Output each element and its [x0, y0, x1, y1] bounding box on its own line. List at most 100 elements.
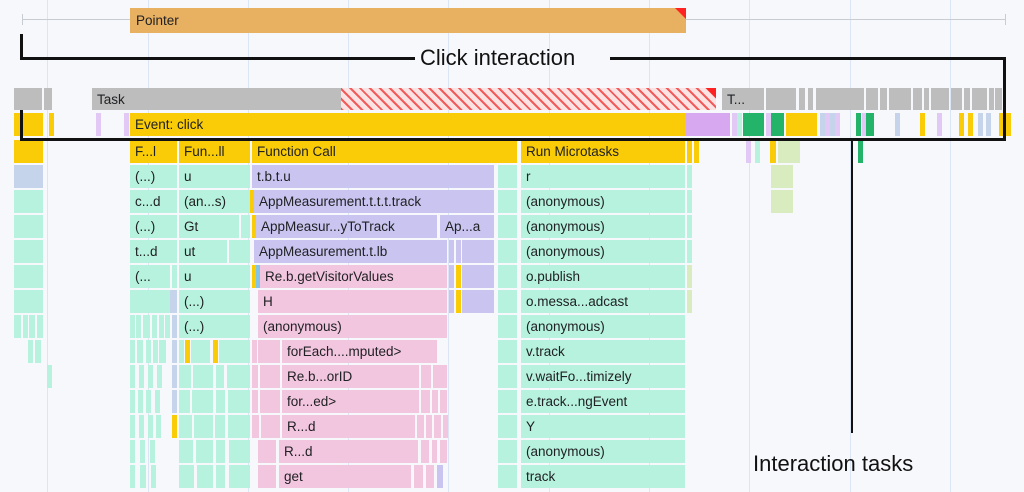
flame-bar[interactable]: [687, 215, 692, 238]
flame-bar[interactable]: [1006, 113, 1011, 136]
flame-bar-labeled[interactable]: F...l: [130, 140, 177, 163]
flame-bar[interactable]: [937, 113, 942, 136]
flame-bar[interactable]: [498, 265, 517, 288]
flame-bar[interactable]: [146, 390, 151, 413]
flame-bar[interactable]: [252, 265, 257, 288]
flame-bar[interactable]: [862, 113, 867, 136]
task-bar[interactable]: [866, 88, 878, 110]
flame-bar[interactable]: [213, 340, 218, 363]
flame-bar[interactable]: [743, 113, 764, 136]
flame-bar-labeled[interactable]: track: [521, 465, 685, 488]
flame-bar[interactable]: [179, 390, 190, 413]
flame-bar[interactable]: [14, 215, 43, 238]
flame-bar[interactable]: [14, 140, 43, 163]
flame-bar[interactable]: [155, 390, 160, 413]
flame-bar[interactable]: [37, 315, 43, 338]
flame-bar[interactable]: [197, 465, 213, 488]
flame-bar[interactable]: [771, 190, 793, 213]
flame-bar[interactable]: [14, 240, 43, 263]
task-bar[interactable]: [808, 88, 813, 110]
task-bar[interactable]: [972, 88, 987, 110]
flame-bar[interactable]: [856, 113, 861, 136]
flame-bar-labeled[interactable]: u: [179, 265, 250, 288]
task-bar[interactable]: [14, 88, 42, 110]
flame-bar[interactable]: [252, 215, 257, 238]
flame-bar[interactable]: [687, 265, 692, 288]
flame-bar[interactable]: [216, 465, 225, 488]
flame-bar[interactable]: [260, 365, 280, 388]
flame-bar-labeled[interactable]: Re.b...orID: [282, 365, 419, 388]
flame-bar-labeled[interactable]: t...d: [130, 240, 177, 263]
flame-bar-labeled[interactable]: (anonymous): [521, 440, 685, 463]
flame-bar-labeled[interactable]: (...): [179, 315, 250, 338]
flame-bar[interactable]: [165, 315, 170, 338]
flame-bar[interactable]: [687, 240, 692, 263]
flame-bar[interactable]: [130, 315, 135, 338]
flame-bar[interactable]: [156, 415, 161, 438]
flame-bar[interactable]: [449, 290, 454, 313]
flame-bar[interactable]: [143, 315, 150, 338]
flame-bar[interactable]: [498, 290, 517, 313]
flame-bar-labeled[interactable]: Gt: [179, 215, 239, 238]
flame-bar[interactable]: [172, 365, 177, 388]
flame-bar-labeled[interactable]: Function Call: [252, 140, 517, 163]
flame-bar[interactable]: [766, 113, 771, 136]
flame-bar[interactable]: [421, 365, 431, 388]
flame-bar[interactable]: [261, 415, 280, 438]
flame-bar[interactable]: [192, 390, 213, 413]
flame-bar-labeled[interactable]: (anonymous): [521, 215, 685, 238]
flame-bar[interactable]: [771, 165, 793, 188]
flame-bar[interactable]: [228, 390, 250, 413]
flame-bar[interactable]: [148, 415, 153, 438]
flame-bar[interactable]: [895, 113, 900, 136]
flame-bar[interactable]: [920, 113, 925, 136]
flame-bar-labeled[interactable]: AppMeasur...yToTrack: [256, 215, 437, 238]
flame-bar[interactable]: [179, 365, 191, 388]
flame-bar-labeled[interactable]: (an...s): [179, 190, 250, 213]
flame-bar[interactable]: [191, 340, 210, 363]
flame-bar[interactable]: [687, 290, 692, 313]
flame-bar[interactable]: [14, 290, 43, 313]
flame-bar[interactable]: [23, 315, 28, 338]
flame-bar[interactable]: [29, 315, 35, 338]
flame-bar[interactable]: [252, 340, 257, 363]
flame-bar-labeled[interactable]: AppMeasurement.t.t.t.track: [254, 190, 494, 213]
flame-bar[interactable]: [229, 240, 250, 263]
flame-bar[interactable]: [229, 440, 250, 463]
flame-bar[interactable]: [136, 315, 141, 338]
flame-bar[interactable]: [417, 415, 424, 438]
flame-bar[interactable]: [421, 440, 429, 463]
flame-bar[interactable]: [968, 113, 973, 136]
flame-bar[interactable]: [830, 113, 835, 136]
flame-bar[interactable]: [498, 365, 517, 388]
flame-bar-labeled[interactable]: (...): [130, 165, 177, 188]
flame-bar-labeled[interactable]: get: [279, 465, 411, 488]
task-bar[interactable]: [889, 88, 911, 110]
flame-bar[interactable]: [755, 140, 760, 163]
flame-bar[interactable]: [732, 113, 737, 136]
flame-bar[interactable]: [498, 390, 517, 413]
flame-bar[interactable]: [437, 465, 443, 488]
flame-bar[interactable]: [414, 465, 423, 488]
flame-bar[interactable]: [172, 415, 177, 438]
flame-bar[interactable]: [159, 315, 164, 338]
flame-bar[interactable]: [440, 440, 447, 463]
task-bar[interactable]: [766, 88, 796, 110]
flame-bar[interactable]: [825, 113, 830, 136]
flame-bar[interactable]: [746, 140, 751, 163]
flame-bar[interactable]: [778, 140, 800, 163]
flame-bar[interactable]: [140, 440, 145, 463]
flame-bar[interactable]: [498, 415, 517, 438]
flame-bar[interactable]: [172, 315, 177, 338]
flame-bar[interactable]: [146, 340, 151, 363]
flame-bar[interactable]: [433, 365, 447, 388]
flame-bar-labeled[interactable]: Fun...ll: [179, 140, 250, 163]
flame-bar-labeled[interactable]: R...d: [282, 415, 415, 438]
flame-bar[interactable]: [216, 365, 224, 388]
flame-bar[interactable]: [498, 440, 517, 463]
flame-bar-labeled[interactable]: Ap...a: [440, 215, 494, 238]
task-bar[interactable]: [989, 88, 994, 110]
flame-bar[interactable]: [260, 390, 280, 413]
task-bar-labeled[interactable]: T...: [722, 88, 764, 110]
task-bar[interactable]: [995, 88, 1002, 110]
